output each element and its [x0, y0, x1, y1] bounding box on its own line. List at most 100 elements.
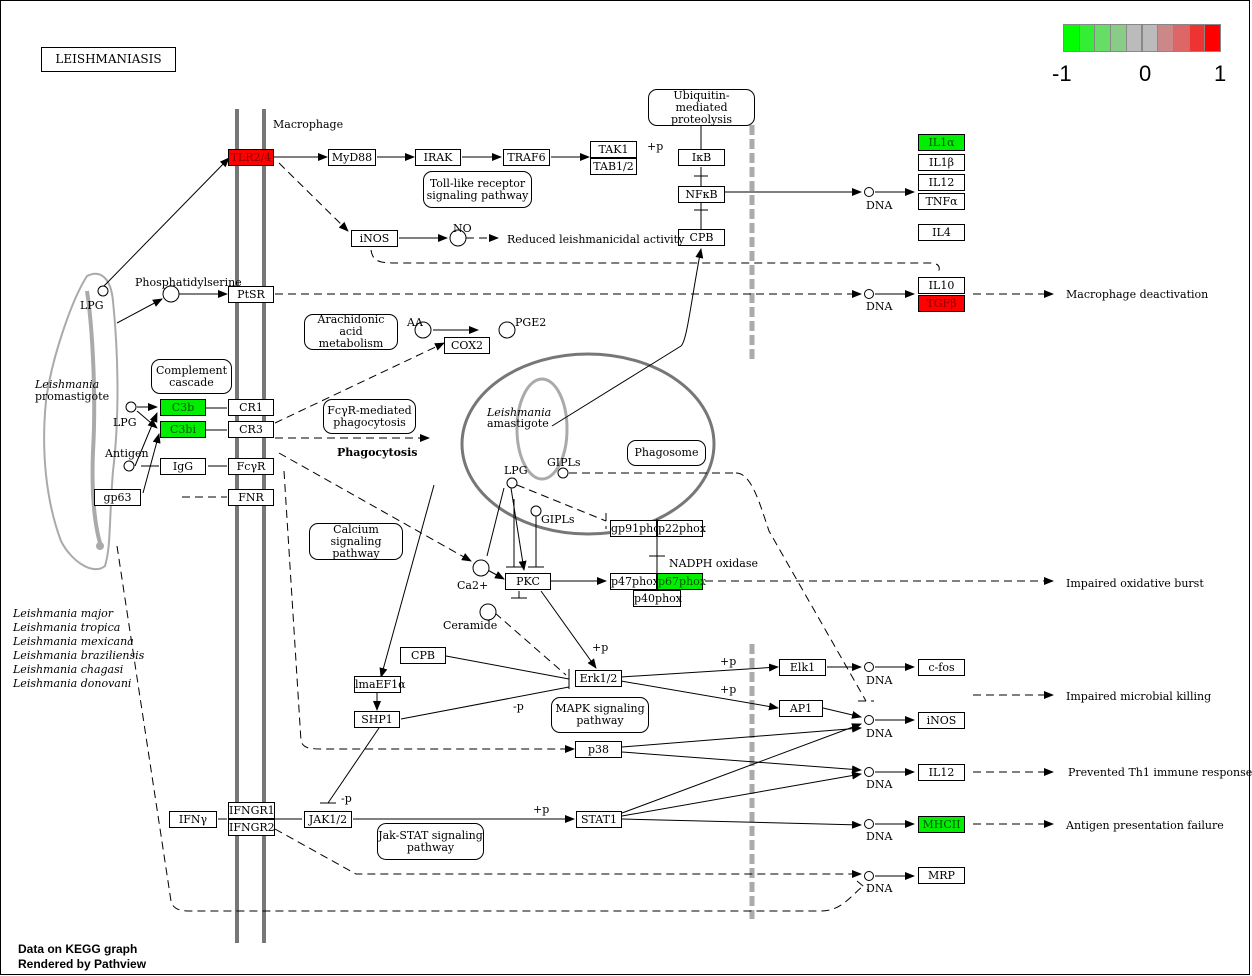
gene-il12-top[interactable]: IL12	[918, 174, 965, 191]
gene-ap1[interactable]: AP1	[779, 700, 823, 717]
gene-nfkb[interactable]: NFκB	[678, 186, 725, 203]
gene-ifngr1[interactable]: IFNGR1	[228, 802, 275, 819]
gene-ikb[interactable]: IκB	[678, 149, 725, 166]
gene-p38[interactable]: p38	[575, 741, 622, 758]
label-ceramide: Ceramide	[443, 619, 498, 632]
gene-ptsr[interactable]: PtSR	[228, 286, 274, 303]
gene-igg[interactable]: IgG	[160, 458, 206, 475]
gene-cr3[interactable]: CR3	[228, 421, 274, 438]
gene-il4[interactable]: IL4	[918, 224, 965, 241]
gene-c3b[interactable]: C3b	[160, 399, 206, 416]
footer-line-2: Rendered by Pathview	[18, 957, 147, 971]
gene-p40phox[interactable]: p40phox	[633, 590, 682, 607]
phagosome-outline	[460, 352, 716, 536]
pathway-toll-like-receptor[interactable]: Toll-like receptor signaling pathway	[423, 171, 532, 208]
label-reduced-leishmanicidal: Reduced leishmanicidal activity	[507, 233, 685, 246]
gene-traf6[interactable]: TRAF6	[503, 149, 550, 166]
gene-cfos[interactable]: c-fos	[918, 659, 965, 676]
gene-il10[interactable]: IL10	[918, 277, 965, 294]
pathway-fcgr-phagocytosis[interactable]: FcγR-mediated phagocytosis	[323, 399, 416, 434]
gene-elk1[interactable]: Elk1	[779, 659, 826, 676]
promastigote-nucleus	[96, 542, 104, 550]
legend-color-cell	[1094, 24, 1112, 52]
gene-p47phox[interactable]: p47phox	[610, 573, 659, 590]
legend-mid-label: 0	[1139, 61, 1152, 86]
pathway-complement-cascade[interactable]: Complement cascade	[151, 359, 232, 394]
pathway-title: LEISHMANIASIS	[41, 47, 176, 72]
gene-cpb-top[interactable]: CPB	[678, 229, 725, 246]
gene-gp91phox[interactable]: gp91phox	[610, 520, 667, 537]
label-impaired-microbial-killing: Impaired microbial killing	[1066, 690, 1212, 703]
gene-myd88[interactable]: MyD88	[328, 149, 376, 166]
gene-mhcii[interactable]: MHCII	[918, 816, 965, 833]
label-gipls-2: GIPLs	[541, 513, 575, 526]
label-gipls-1: GIPLs	[547, 456, 581, 469]
gene-lmaef1a[interactable]: lmaEF1α	[354, 676, 406, 693]
pathway-arachidonic-acid[interactable]: Arachidonic acid metabolism	[304, 314, 398, 350]
gene-p67phox[interactable]: p67phox	[657, 573, 706, 590]
label-antigen: Antigen	[105, 447, 149, 460]
gene-tnfa[interactable]: TNFα	[918, 193, 965, 210]
label-dna-6: DNA	[866, 830, 893, 843]
label-impaired-oxidative-burst: Impaired oxidative burst	[1066, 577, 1204, 590]
label-leishmania-promastigote-1: Leishmania	[35, 378, 100, 391]
gene-fnr[interactable]: FNR	[228, 489, 274, 506]
gene-il1a[interactable]: IL1α	[918, 134, 965, 151]
legend-color-cell	[1141, 24, 1159, 52]
footer-line-1: Data on KEGG graph	[18, 942, 138, 956]
label-no: NO	[453, 222, 472, 235]
gene-stat1[interactable]: STAT1	[576, 811, 622, 828]
pathway-jak-stat-signaling[interactable]: Jak-STAT signaling pathway	[377, 823, 484, 860]
gene-jak12[interactable]: JAK1/2	[304, 811, 352, 828]
label-lpg-2: LPG	[113, 416, 137, 429]
legend-color-cell	[1110, 24, 1127, 52]
gene-irak[interactable]: IRAK	[415, 149, 461, 166]
gene-tgfb[interactable]: TGFβ	[918, 295, 965, 312]
gene-ifngr2[interactable]: IFNGR2	[228, 819, 275, 836]
gene-pkc[interactable]: PKC	[505, 573, 551, 590]
label-dna-3: DNA	[866, 674, 893, 687]
gene-cr1[interactable]: CR1	[228, 399, 274, 416]
label-phosphatidylserine: Phosphatidylserine	[135, 276, 242, 289]
gene-ifny[interactable]: IFNγ	[169, 811, 217, 828]
label-leishmania-amastigote-1: Leishmania	[487, 406, 552, 419]
label-plus-p-4: +p	[720, 683, 737, 696]
gene-gp63[interactable]: gp63	[94, 489, 141, 506]
label-phagocytosis: Phagocytosis	[337, 446, 418, 459]
label-macrophage: Macrophage	[273, 118, 344, 131]
label-leishmania-promastigote-2: promastigote	[35, 390, 110, 403]
label-plus-p-3: +p	[720, 655, 737, 668]
label-pge2: PGE2	[515, 316, 547, 329]
pathway-calcium-signaling[interactable]: Calcium signaling pathway	[309, 523, 403, 560]
pathway-mapk-signaling[interactable]: MAPK signaling pathway	[551, 697, 649, 733]
gene-mrp[interactable]: MRP	[918, 867, 965, 884]
gene-c3bi[interactable]: C3bi	[160, 421, 206, 438]
gene-shp1[interactable]: SHP1	[354, 711, 400, 728]
legend-color-cell	[1157, 24, 1174, 52]
label-minus-p-1: -p	[513, 700, 524, 713]
gene-erk12[interactable]: Erk1/2	[575, 670, 622, 687]
gene-p22phox[interactable]: p22phox	[657, 520, 706, 537]
gene-cox2[interactable]: COX2	[444, 337, 490, 354]
label-species-1: Leishmania major	[13, 607, 113, 620]
pathway-ubiquitin-proteolysis[interactable]: Ubiquitin-mediated proteolysis	[648, 89, 755, 126]
legend-color-cell	[1063, 24, 1080, 52]
label-dna-2: DNA	[866, 300, 893, 313]
gene-tlr24[interactable]: TLR2/4	[228, 149, 274, 166]
label-dna-1: DNA	[866, 199, 893, 212]
gene-inos-top[interactable]: iNOS	[351, 230, 398, 247]
label-lpg-3: LPG	[504, 464, 528, 477]
label-species-3: Leishmania mexicana	[13, 635, 134, 648]
gene-inos-bot[interactable]: iNOS	[918, 712, 965, 729]
pathway-phagosome[interactable]: Phagosome	[627, 440, 706, 466]
gene-cpb-mid[interactable]: CPB	[400, 647, 446, 664]
label-species-2: Leishmania tropica	[13, 621, 121, 634]
gene-il12-bot[interactable]: IL12	[918, 764, 965, 781]
gene-il1b[interactable]: IL1β	[918, 154, 965, 171]
promastigote-outline	[43, 272, 119, 571]
gene-tab12[interactable]: TAB1/2	[590, 158, 637, 175]
gene-tak1[interactable]: TAK1	[590, 141, 637, 158]
gene-fcyr[interactable]: FcγR	[228, 458, 274, 475]
